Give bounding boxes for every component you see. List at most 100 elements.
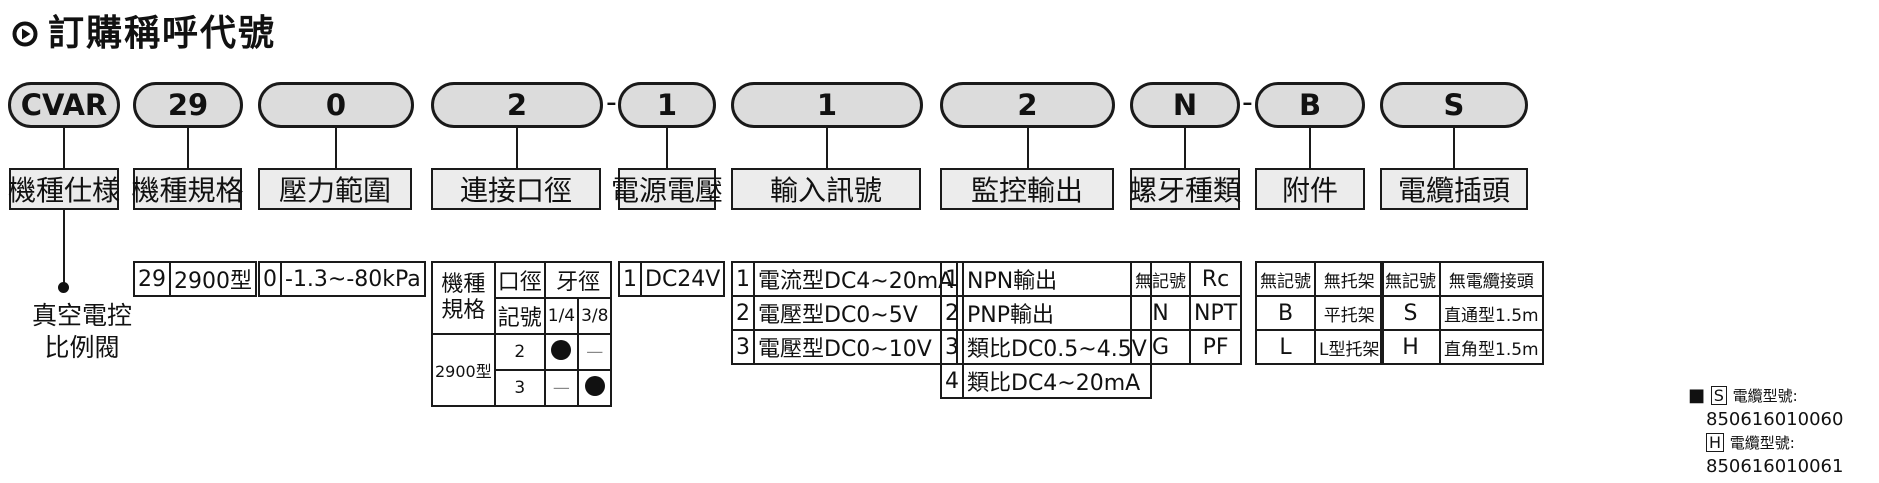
model-note: 真空電控 比例閥 — [12, 300, 152, 364]
table-cell: 1 — [940, 261, 964, 297]
category-accessory: 附件 — [1255, 168, 1365, 210]
table-cell: 直通型1.5m — [1439, 295, 1544, 331]
port-table: 機種 規格 口徑 牙徑 記號 1/4 3/8 2900型 2 — 3 — — [431, 261, 613, 407]
header-model-spec: 機種 規格 — [431, 261, 496, 335]
table-cell: S — [1380, 295, 1441, 331]
category-thread-type: 螺牙種類 — [1129, 168, 1241, 210]
header-size: 1/4 — [543, 297, 580, 335]
table-cell: L — [1255, 329, 1316, 365]
spec-table: 29 2900型 — [133, 261, 257, 297]
table-cell: 無托架 — [1313, 261, 1385, 297]
table-cell: 1 — [618, 261, 642, 297]
table-cell: 2900型 — [169, 261, 257, 297]
code-pill-pressure: 0 — [258, 82, 414, 128]
table-cell: 4 — [940, 363, 964, 399]
header-size: 3/8 — [577, 297, 613, 335]
table-cell: 電壓型DC0~5V — [752, 295, 959, 331]
connector-line — [1027, 128, 1029, 168]
available-dot-icon — [584, 375, 605, 396]
connector-line — [63, 128, 65, 168]
table-cell: G — [1130, 329, 1191, 365]
header-thread: 牙徑 — [543, 261, 613, 299]
category-cable-connector: 電纜插頭 — [1380, 168, 1528, 210]
table-cell: B — [1255, 295, 1316, 331]
code-pill-spec: 29 — [133, 82, 243, 128]
code-pill-voltage: 1 — [618, 82, 716, 128]
code-pill-accessory: B — [1255, 82, 1365, 128]
table-cell: 無記號 — [1130, 261, 1191, 297]
table-cell: 3 — [940, 329, 964, 365]
connector-line — [63, 210, 65, 285]
port-code-cell: 2 — [493, 333, 546, 371]
table-row: 機種 規格 口徑 牙徑 — [431, 261, 613, 335]
table-row: 無記號無托架 — [1255, 261, 1385, 297]
table-cell: 1 — [731, 261, 755, 297]
model-cell: 2900型 — [431, 333, 496, 407]
table-cell: N — [1130, 295, 1191, 331]
header-text: 規格 — [441, 298, 486, 323]
table-cell: 無記號 — [1255, 261, 1316, 297]
table-row: 29 2900型 — [133, 261, 257, 297]
table-row: 2900型 2 — — [431, 333, 613, 407]
category-supply-voltage: 電源電壓 — [611, 168, 723, 210]
connector-line — [666, 128, 668, 168]
table-cell: 29 — [133, 261, 171, 297]
pressure-table: 0 -1.3~-80kPa — [258, 261, 426, 297]
table-cell: 無記號 — [1380, 261, 1441, 297]
availability-cell — [577, 369, 613, 407]
section-title: 訂購稱呼代號 — [12, 6, 276, 62]
table-row: 無記號無電纜接頭 — [1380, 261, 1544, 297]
table-cell: 2 — [731, 295, 755, 331]
category-port-size: 連接口徑 — [431, 168, 601, 210]
part-number: 850616010060 — [1706, 409, 1844, 430]
connector-line — [187, 128, 189, 168]
table-cell: 類比DC0.5~4.5V — [962, 329, 1152, 365]
availability-cell — [543, 333, 580, 371]
connector-line — [516, 128, 518, 168]
category-pressure-range: 壓力範圍 — [258, 168, 412, 210]
availability-cell: — — [543, 369, 580, 407]
header-code: 記號 — [493, 297, 546, 335]
model-note-line: 比例閥 — [44, 333, 120, 362]
table-cell: Rc — [1188, 261, 1243, 297]
port-code-cell: 3 — [493, 369, 546, 407]
code-pill-thread: N — [1130, 82, 1240, 128]
connector-line — [335, 128, 337, 168]
table-row: 1 DC24V — [618, 261, 726, 297]
voltage-table: 1 DC24V — [618, 261, 726, 297]
code-pill-output: 2 — [940, 82, 1115, 128]
connector-line — [826, 128, 828, 168]
header-port: 口徑 — [493, 261, 546, 299]
part-number: 850616010061 — [1706, 456, 1844, 477]
note-line: ■ S 電纜型號: — [1688, 384, 1843, 408]
header-text: 機種 — [441, 272, 486, 297]
table-cell: L型托架 — [1313, 329, 1385, 365]
code-badge: H — [1706, 433, 1725, 452]
connector-line — [1309, 128, 1311, 168]
available-dot-icon — [551, 339, 572, 360]
table-cell: 無電纜接頭 — [1439, 261, 1544, 297]
table-row: 3 — — [432, 369, 613, 407]
note-label: 電纜型號: — [1729, 434, 1795, 452]
code-pill-cable: S — [1380, 82, 1528, 128]
table-cell: NPN輸出 — [962, 261, 1152, 297]
availability-cell: — — [577, 333, 613, 371]
table-cell: 電壓型DC0~10V — [752, 329, 959, 365]
table-row: 0 -1.3~-80kPa — [258, 261, 426, 297]
table-row: 記號 1/4 3/8 — [432, 297, 613, 335]
category-model-spec: 機種規格 — [132, 168, 244, 210]
connector-line — [1184, 128, 1186, 168]
